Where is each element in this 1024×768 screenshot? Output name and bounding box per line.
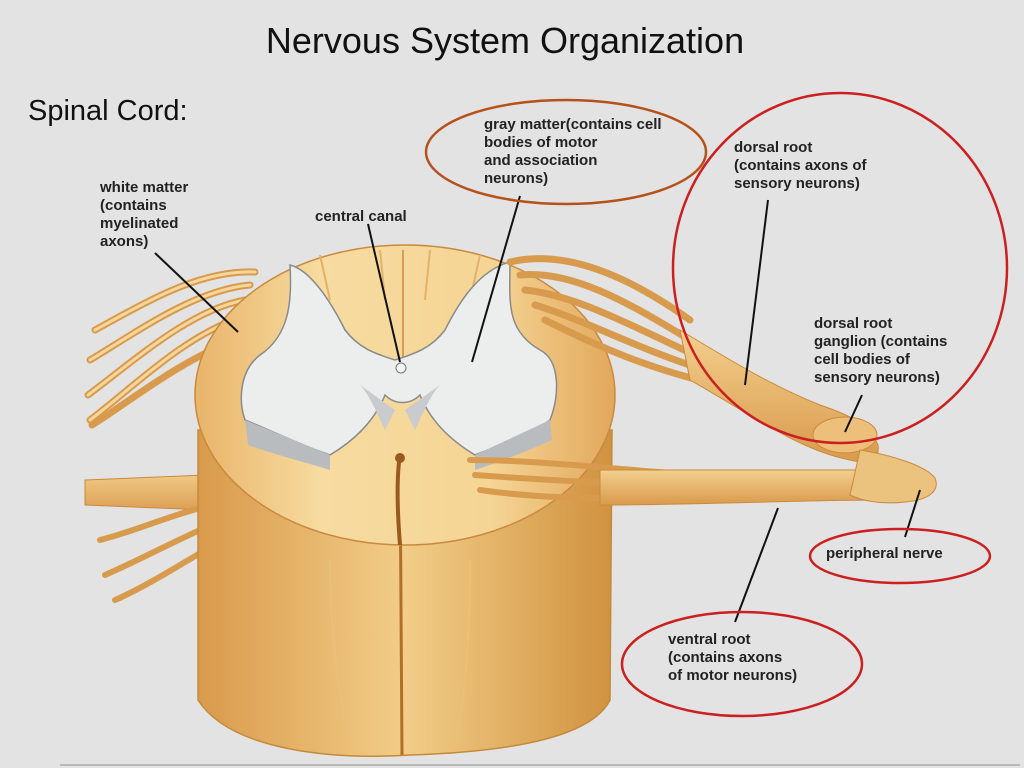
label-dorsal-root: dorsal root (contains axons of sensory n… bbox=[734, 139, 867, 192]
dorsal-root-highlight-circle bbox=[671, 91, 1009, 445]
slide-title: Nervous System Organization bbox=[265, 20, 745, 61]
label-gray-matter: gray matter(contains cell bodies of moto… bbox=[484, 116, 662, 187]
slide-subtitle: Spinal Cord: bbox=[28, 95, 188, 127]
peripheral-nerve-highlight-ellipse bbox=[808, 527, 992, 585]
leader-lines bbox=[154, 195, 921, 623]
label-central-canal: central canal bbox=[315, 208, 407, 225]
gray-matter-highlight-ellipse bbox=[424, 98, 708, 206]
label-white-matter: white matter (contains myelinated axons) bbox=[100, 179, 189, 250]
label-ventral-root: ventral root (contains axons of motor ne… bbox=[668, 631, 798, 684]
right-dorsal-rootlets bbox=[506, 255, 724, 389]
left-dorsal-rootlets-hl bbox=[86, 270, 257, 422]
ventral-root-highlight-ellipse bbox=[620, 610, 864, 718]
label-dorsal-root-ganglion: dorsal root ganglion (contains cell bodi… bbox=[814, 315, 948, 386]
anterior-median-fissure-top bbox=[395, 454, 402, 546]
peripheral-nerve-shape bbox=[849, 449, 937, 504]
bottom-rule bbox=[60, 764, 1020, 766]
label-peripheral-nerve: peripheral nerve bbox=[826, 545, 943, 562]
ventral-root bbox=[599, 469, 881, 506]
dorsal-root-ganglion-shape bbox=[812, 416, 878, 454]
central-canal-shape bbox=[395, 362, 407, 374]
